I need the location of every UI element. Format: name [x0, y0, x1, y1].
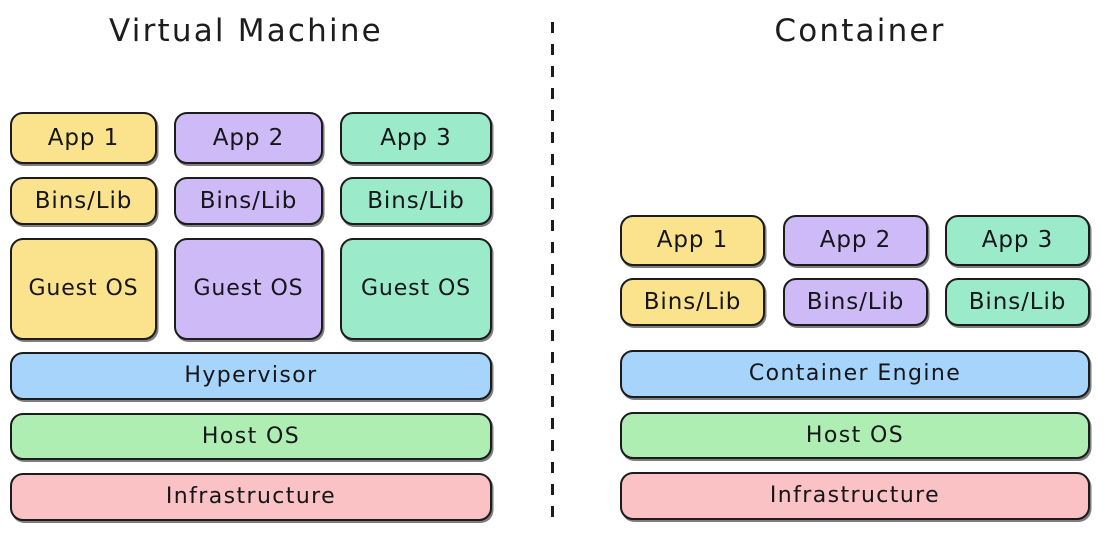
container-bins-lib-1-box[interactable]: Bins/Lib	[620, 278, 765, 326]
dashed-divider	[551, 22, 554, 518]
vm-app-1-box[interactable]: App 1	[10, 112, 157, 164]
container-app-1-box[interactable]: App 1	[620, 215, 765, 266]
container-app-3-box[interactable]: App 3	[945, 215, 1090, 266]
vm-app-2-box[interactable]: App 2	[174, 112, 323, 164]
panel-title-container: Container	[774, 13, 946, 49]
container-bins-lib-2-box[interactable]: Bins/Lib	[783, 278, 928, 326]
vm-guest-os-2-box[interactable]: Guest OS	[174, 238, 323, 340]
vm-app-3-box[interactable]: App 3	[340, 112, 492, 164]
container-bins-lib-3-box[interactable]: Bins/Lib	[945, 278, 1090, 326]
container-host-os-bar[interactable]: Host OS	[620, 412, 1090, 459]
vm-infrastructure-bar[interactable]: Infrastructure	[10, 473, 492, 521]
vm-guest-os-3-box[interactable]: Guest OS	[340, 238, 492, 340]
vm-bins-lib-2-box[interactable]: Bins/Lib	[174, 177, 323, 225]
vm-guest-os-1-box[interactable]: Guest OS	[10, 238, 157, 340]
vm-bins-lib-3-box[interactable]: Bins/Lib	[340, 177, 492, 225]
vm-hypervisor-bar[interactable]: Hypervisor	[10, 352, 492, 400]
panel-title-virtual-machine: Virtual Machine	[109, 13, 383, 49]
container-engine-bar[interactable]: Container Engine	[620, 350, 1090, 398]
container-app-2-box[interactable]: App 2	[783, 215, 928, 266]
vm-bins-lib-1-box[interactable]: Bins/Lib	[10, 177, 157, 225]
vm-host-os-bar[interactable]: Host OS	[10, 413, 492, 460]
container-infrastructure-bar[interactable]: Infrastructure	[620, 472, 1090, 520]
